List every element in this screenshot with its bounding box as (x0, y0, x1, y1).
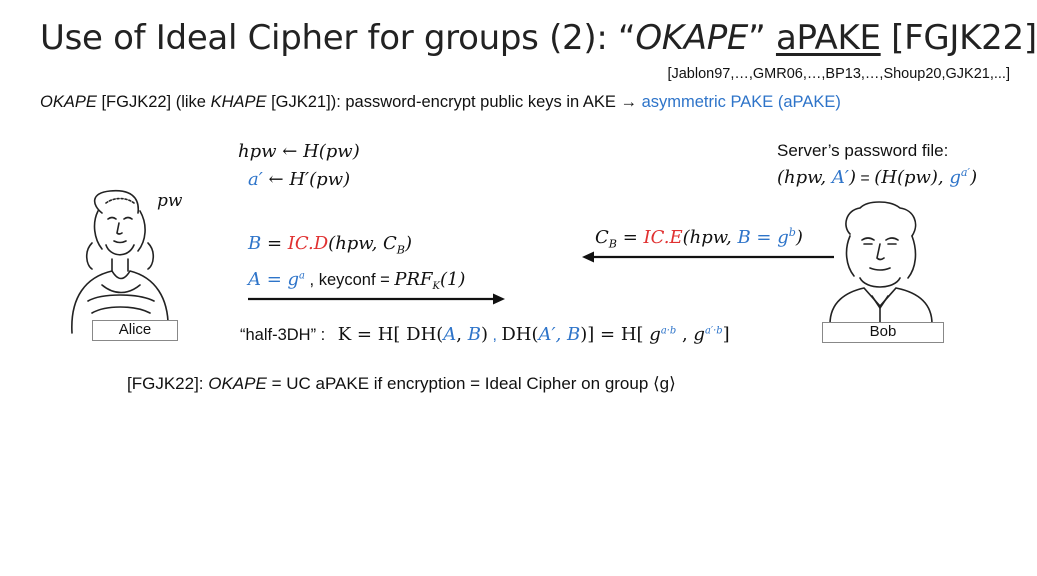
b-close: ) (405, 233, 413, 254)
file-a: A′ (831, 167, 849, 188)
ic-decrypt: IC.D (287, 233, 329, 254)
subtitle: OKAPE [FGJK22] (like KHAPE [GJK21]): pas… (40, 93, 841, 112)
half-3dh-label: “half-3DH” : (240, 326, 326, 344)
dh-p1: ) (480, 324, 489, 345)
a-lhs: a′ (248, 169, 263, 190)
page-title: Use of Ideal Cipher for groups (2): “OKA… (40, 18, 1037, 58)
alice-hpw-line: hpw ← H(pw) (238, 141, 360, 162)
subtitle-khape: KHAPE (210, 93, 267, 111)
bob-label: Bob (822, 322, 944, 343)
file-rhs-open: (H(pw), (874, 167, 950, 188)
dh-b: B (467, 324, 481, 345)
file-mid: ) (848, 167, 856, 188)
b-sub: B (396, 243, 405, 257)
g-sep: , (676, 324, 694, 345)
hpw-rhs: H(pw) (303, 141, 360, 162)
arrow-alice-to-bob (248, 293, 505, 305)
hpw-lhs: hpw (238, 141, 277, 162)
dh-sep: , (488, 327, 502, 344)
dh-a: A (443, 324, 457, 345)
a-arrow: ← (262, 169, 290, 190)
hpw-arrow: ← (276, 141, 304, 162)
alice-name: Alice (118, 321, 152, 338)
cb-sup: b (788, 226, 796, 239)
title-cite: [FGJK22] (880, 18, 1037, 58)
alice-b-line: B = IC.D(hpw, CB) (248, 233, 413, 257)
file-close: ) (970, 167, 978, 188)
file-open: (hpw, (777, 167, 832, 188)
alice-password: pw (157, 191, 183, 211)
b-rest: (hpw, C (328, 233, 397, 254)
citations: [Jablon97,…,GMR06,…,BP13,…,Shoup20,GJK21… (667, 66, 1010, 82)
conclusion-part1: [FGJK22]: (127, 374, 209, 393)
bob-name: Bob (869, 323, 897, 340)
prf: PRF (394, 269, 433, 290)
dh-comma: , (456, 324, 468, 345)
alice-a-msg-line: A = ga , keyconf = PRFK(1) (248, 269, 466, 293)
g2-sup: a′·b (704, 325, 723, 337)
alice-portrait-image (71, 189, 169, 334)
subtitle-apake: asymmetric PAKE (aPAKE) (641, 93, 841, 111)
title-prefix: Use of Ideal Cipher for groups (2): “ (40, 18, 636, 58)
bob-cb-line: CB = IC.E(hpw, B = gb) (595, 226, 803, 251)
a-rhs: H′(pw) (289, 169, 351, 190)
subtitle-okape: OKAPE (40, 93, 97, 111)
dh2-args: A′, B (538, 324, 581, 345)
cb-eq: = (616, 227, 644, 248)
subtitle-part1: [FGJK22] (like (96, 93, 211, 111)
subtitle-part2: [GJK21]): password-encrypt public keys i… (266, 93, 642, 111)
cb-b: B = g (737, 227, 789, 248)
ic-encrypt: IC.E (643, 227, 683, 248)
prf-arg: (1) (439, 269, 466, 290)
file-eq: = (855, 170, 875, 187)
g2: g (693, 324, 705, 345)
cb-open: (hpw, (682, 227, 738, 248)
cb-close: ) (795, 227, 803, 248)
alice-a-line: a′ ← H′(pw) (248, 169, 350, 190)
file-sup: a′ (960, 166, 971, 179)
server-file-entry: (hpw, A′) = (H(pw), ga′) (777, 167, 977, 188)
dh2-close: )] = H[ (580, 324, 650, 345)
b-eq: = (261, 233, 288, 254)
conclusion-part2: = UC aPAKE if encryption = Ideal Cipher … (266, 374, 676, 393)
k-def: K = H[ DH( (337, 324, 444, 345)
title-apake: aPAKE (775, 18, 881, 58)
title-quote-close: ” (748, 18, 776, 58)
conclusion: [FGJK22]: OKAPE = UC aPAKE if encryption… (127, 374, 676, 394)
arrow-bob-to-alice (582, 251, 834, 263)
h-close: ] (722, 324, 730, 345)
file-g: g (949, 167, 961, 188)
half-3dh-line: “half-3DH” : K = H[ DH(A, B) , DH(A′, B)… (240, 324, 730, 345)
prf-sub: K (432, 281, 440, 293)
cb-c: C (595, 227, 609, 248)
dh2-open: DH( (501, 324, 539, 345)
b-symbol: B (248, 233, 262, 254)
cb-sub: B (608, 237, 617, 251)
a-msg-sup: a (299, 270, 305, 282)
keyconf-label: , keyconf = (304, 271, 395, 289)
a-msg: A = g (248, 269, 300, 290)
conclusion-okape: OKAPE (208, 374, 267, 393)
server-file-label: Server’s password file: (777, 141, 949, 160)
title-okape: OKAPE (635, 18, 749, 58)
g1: g (649, 324, 661, 345)
bob-portrait-image (829, 201, 933, 325)
alice-label: Alice (92, 320, 178, 341)
g1-sup: a·b (660, 325, 677, 337)
